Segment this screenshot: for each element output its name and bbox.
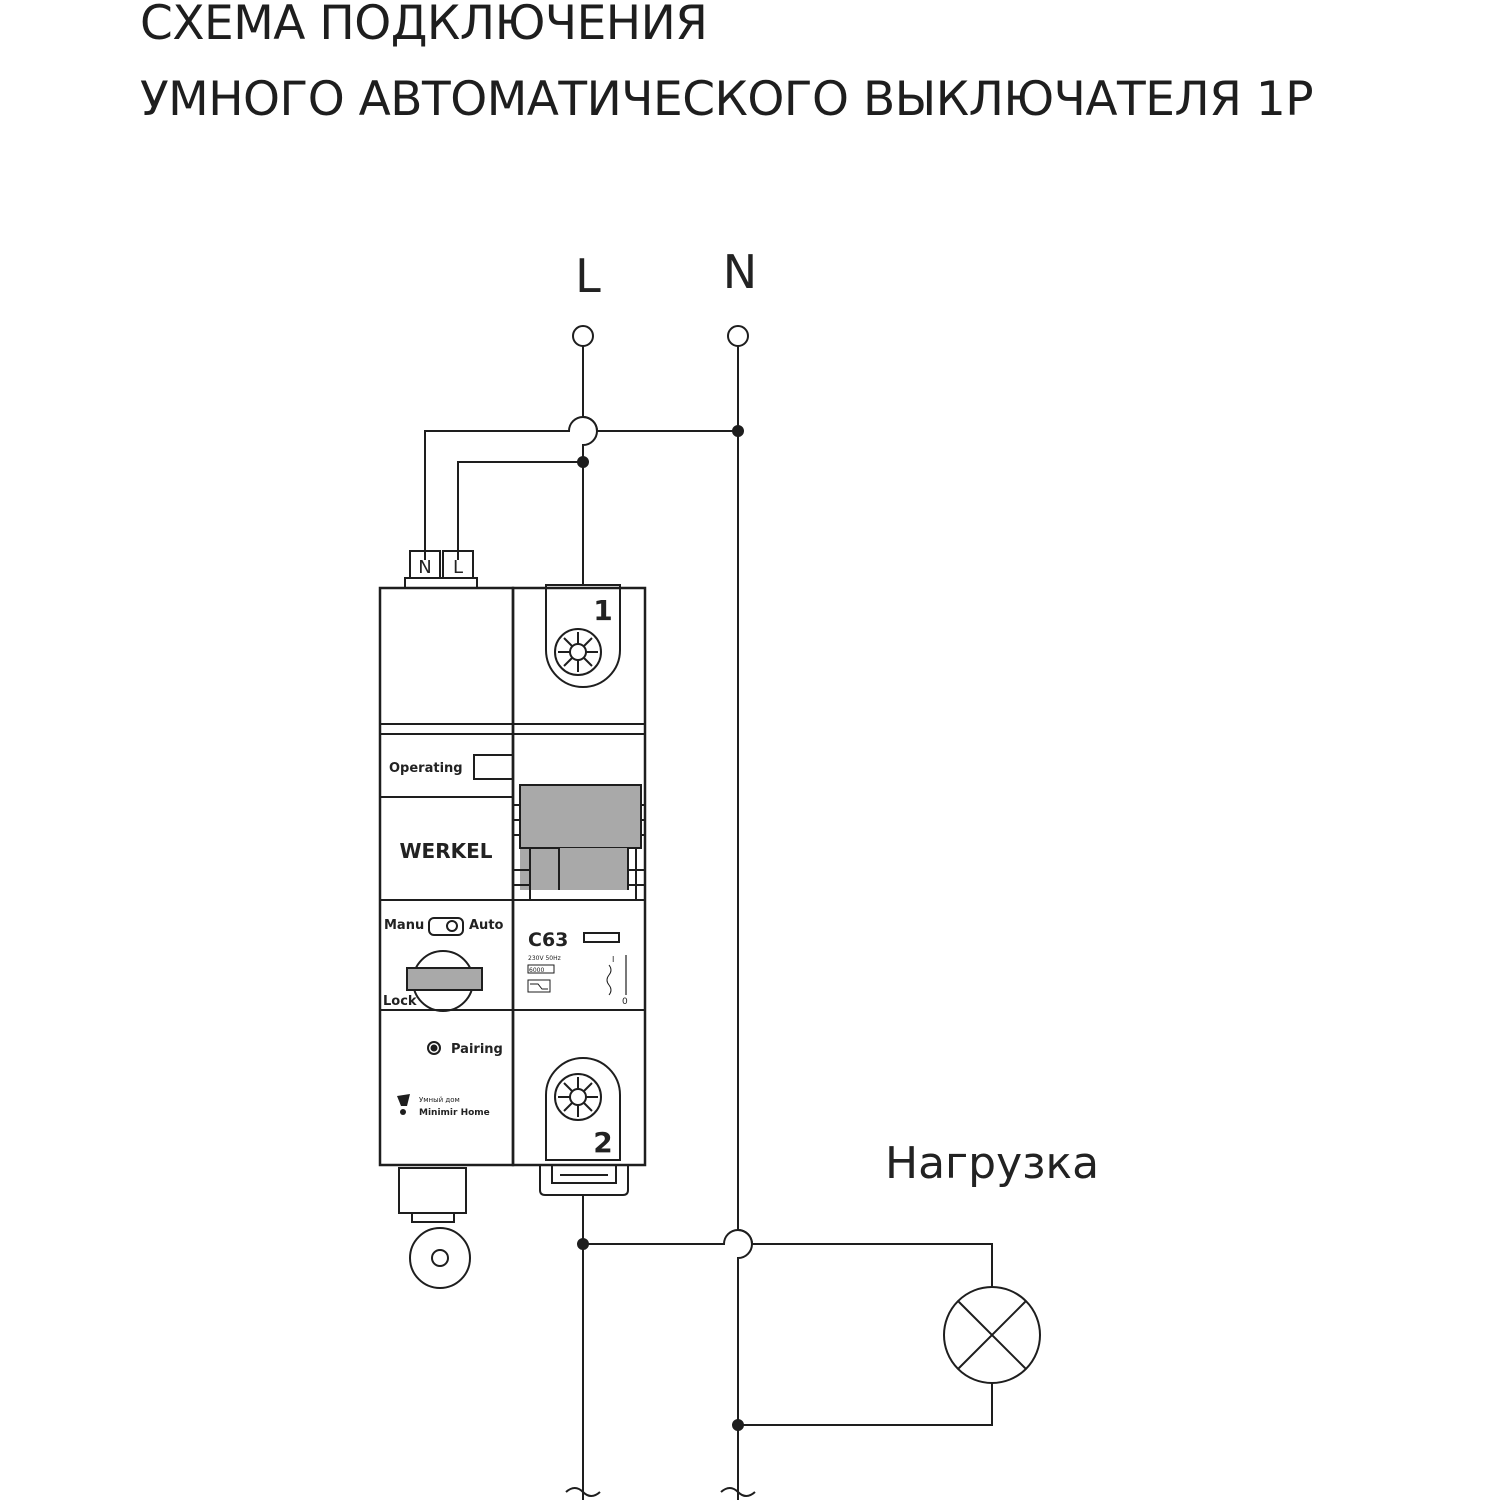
mode-switch[interactable]	[428, 917, 464, 936]
breaking-capacity: 6000	[529, 967, 544, 974]
screw-icon	[554, 628, 602, 676]
wire-N-main	[737, 346, 753, 1500]
manu-label: Manu	[384, 918, 424, 933]
title-line-2: УМНОГО АВТОМАТИЧЕСКОГО ВЫКЛЮЧАТЕЛЯ 1Р	[140, 72, 1314, 127]
brand-logo: WERKEL	[399, 839, 492, 863]
pairing-button[interactable]	[427, 1041, 441, 1055]
terminal-L-supply	[572, 325, 594, 347]
breaker-toggle	[513, 784, 645, 900]
break-mark-N	[720, 1487, 756, 1497]
break-mark-L	[565, 1487, 601, 1497]
operating-indicator	[473, 754, 514, 780]
smart-breaker-device: 1 Operating WERKEL Manu Auto Lock C63 23…	[378, 584, 647, 1289]
terminal-1-label: 1	[593, 594, 612, 627]
smart-home-label: Умный дом	[419, 1096, 460, 1104]
antenna-connector	[398, 1167, 467, 1214]
antenna-knob	[409, 1227, 471, 1289]
auto-label: Auto	[469, 918, 504, 933]
pairing-label: Pairing	[451, 1042, 503, 1057]
voltage-label: 230V 50Hz	[528, 955, 561, 962]
position-on: I	[612, 955, 614, 964]
lamp-cross	[957, 1300, 1027, 1370]
operating-label: Operating	[389, 761, 463, 776]
lock-bar	[406, 967, 483, 991]
terminal-L-label: L	[453, 557, 463, 578]
minimir-label: Minimir Home	[419, 1108, 490, 1118]
terminal-N-supply	[727, 325, 749, 347]
label-N: N	[723, 245, 757, 299]
wire-N-to-device	[424, 416, 738, 560]
wire-L-to-device	[457, 461, 583, 560]
position-off: 0	[622, 997, 628, 1007]
junction-load-N	[732, 1419, 744, 1431]
terminal-1-clamp	[545, 584, 621, 688]
lock-label: Lock	[383, 994, 417, 1009]
terminal-N-label: N	[418, 557, 431, 578]
title-line-1: СХЕМА ПОДКЛЮЧЕНИЯ	[140, 0, 708, 51]
wire-load-L	[583, 1229, 993, 1287]
load-label: Нагрузка	[885, 1138, 1099, 1189]
terminal-base	[404, 577, 478, 589]
label-L: L	[575, 249, 601, 303]
terminal-2-label: 2	[593, 1126, 612, 1159]
minimir-logo-icon	[397, 1094, 410, 1106]
junction-L	[577, 456, 589, 468]
rating-label: C63	[528, 929, 568, 951]
wire-load-N	[738, 1383, 993, 1426]
